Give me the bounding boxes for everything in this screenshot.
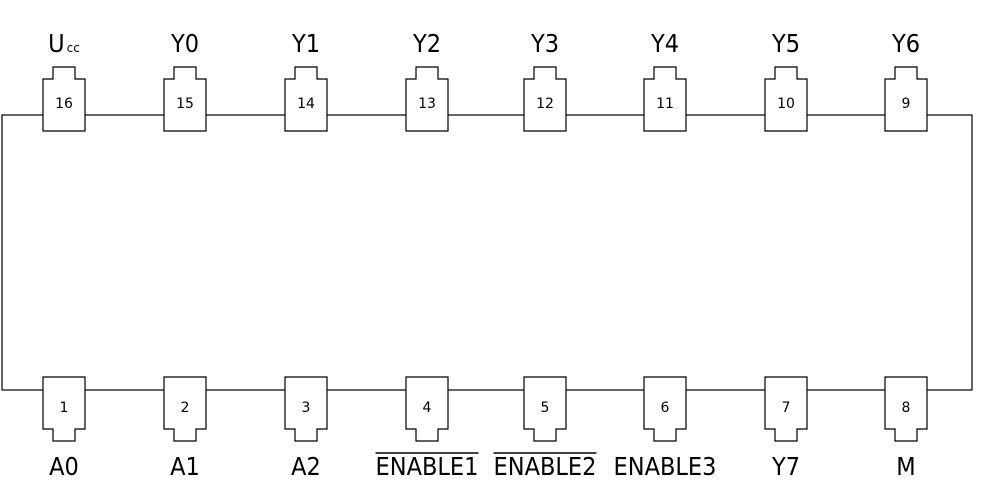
pin-label-text: ENABLE2 xyxy=(494,452,597,481)
pin-label: Y2 xyxy=(412,29,441,58)
pin-11: 11 Y4 xyxy=(643,29,687,132)
pin-label: Y6 xyxy=(891,29,920,58)
pin-3: 3A2 xyxy=(284,376,328,481)
pin-body xyxy=(284,376,328,442)
pin-number: 10 xyxy=(777,96,795,112)
pin-label: A0 xyxy=(49,452,79,481)
pin-13: 13 Y2 xyxy=(405,29,449,132)
pin-label-subscript: cc xyxy=(67,41,80,55)
pin-body xyxy=(284,66,328,132)
pin-number: 3 xyxy=(302,400,311,416)
pin-label-text: M xyxy=(896,452,915,481)
pin-label-text: Y4 xyxy=(650,29,679,58)
pin-body xyxy=(42,66,86,132)
pin-label-text: Y0 xyxy=(170,29,199,58)
pin-number: 4 xyxy=(423,400,432,416)
pin-label-text: ENABLE1 xyxy=(376,452,479,481)
pin-10: 10 Y5 xyxy=(764,29,808,132)
pin-label: Y1 xyxy=(291,29,320,58)
pin-8: 8M xyxy=(884,376,928,481)
pin-body xyxy=(764,66,808,132)
pin-label: A1 xyxy=(170,452,200,481)
pin-number: 9 xyxy=(902,96,911,112)
pin-body xyxy=(405,376,449,442)
pin-label-text: A0 xyxy=(49,452,79,481)
pin-label-text: Y5 xyxy=(771,29,800,58)
pin-1: 1A0 xyxy=(42,376,86,481)
pin-label-text: Y6 xyxy=(891,29,920,58)
pin-number: 6 xyxy=(661,400,670,416)
pin-number: 15 xyxy=(176,96,194,112)
pin-15: 15 Y0 xyxy=(163,29,207,132)
pin-body xyxy=(523,376,567,442)
pin-2: 2A1 xyxy=(163,376,207,481)
pin-label-text: Y2 xyxy=(412,29,441,58)
pin-label-text: U xyxy=(48,29,64,58)
pin-label: Y5 xyxy=(771,29,800,58)
pin-label: Y3 xyxy=(530,29,559,58)
pin-label: Y4 xyxy=(650,29,679,58)
pin-number: 5 xyxy=(541,400,550,416)
pin-number: 2 xyxy=(181,400,190,416)
pin-label-text: A2 xyxy=(291,452,321,481)
pin-number: 14 xyxy=(297,96,315,112)
pin-label: ENABLE1 xyxy=(376,452,479,481)
pin-label-text: A1 xyxy=(170,452,200,481)
pin-number: 8 xyxy=(902,400,911,416)
pin-body xyxy=(643,66,687,132)
pin-7: 7Y7 xyxy=(764,376,808,481)
pin-number: 1 xyxy=(60,400,69,416)
ic-body-outline xyxy=(1,114,973,391)
pin-body xyxy=(42,376,86,442)
pin-number: 11 xyxy=(656,96,674,112)
pin-number: 16 xyxy=(55,96,73,112)
pin-body xyxy=(523,66,567,132)
pin-12: 12 Y3 xyxy=(523,29,567,132)
pin-body xyxy=(163,376,207,442)
pin-label-text: Y1 xyxy=(291,29,320,58)
pin-label: ENABLE2 xyxy=(494,452,597,481)
pin-body xyxy=(764,376,808,442)
pin-body xyxy=(163,66,207,132)
pin-number: 13 xyxy=(418,96,436,112)
pin-14: 14 Y1 xyxy=(284,29,328,132)
pin-label: A2 xyxy=(291,452,321,481)
pin-body xyxy=(884,66,928,132)
pin-label-text: Y7 xyxy=(771,452,800,481)
pin-body xyxy=(884,376,928,442)
pin-number: 12 xyxy=(536,96,554,112)
pin-label-text: ENABLE3 xyxy=(614,452,717,481)
pin-label: Y0 xyxy=(170,29,199,58)
pin-label: Y7 xyxy=(771,452,800,481)
pin-body xyxy=(643,376,687,442)
pin-label-text: Y3 xyxy=(530,29,559,58)
pin-label: ENABLE3 xyxy=(614,452,717,481)
pin-body xyxy=(405,66,449,132)
pin-label: M xyxy=(896,452,915,481)
pin-9: 9 Y6 xyxy=(884,29,928,132)
pin-number: 7 xyxy=(782,400,791,416)
